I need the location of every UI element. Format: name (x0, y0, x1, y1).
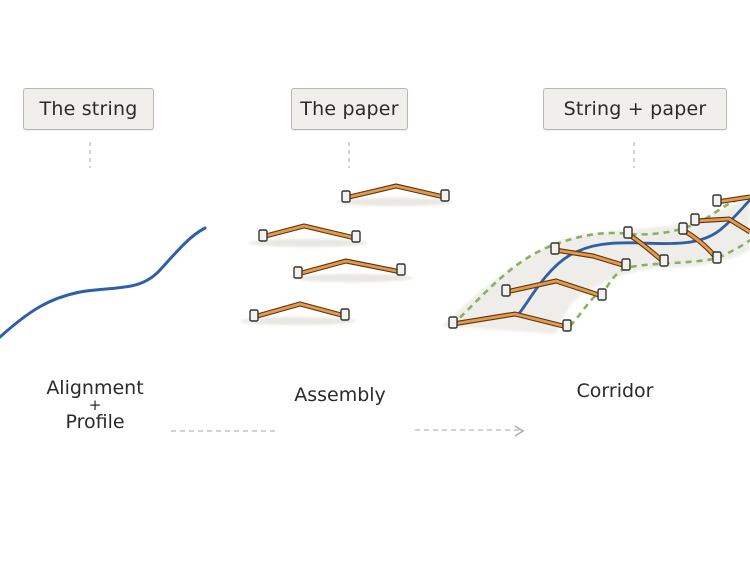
assembly-template-2 (248, 223, 368, 247)
header-the-paper-label: The paper (300, 98, 399, 120)
arrowhead-icon (514, 425, 525, 437)
assembly-template-1 (337, 183, 453, 206)
corridor-assembly-2 (501, 278, 607, 301)
corridor-assembly-4 (623, 226, 669, 267)
caption-plus: + (88, 396, 102, 414)
corridor-assembly-6 (690, 213, 750, 235)
assembly-template-3 (293, 258, 413, 282)
corridor-assembly-3 (550, 242, 631, 271)
header-the-paper: The paper (291, 88, 408, 130)
caption-alignment-profile: Alignment + Profile (30, 378, 160, 433)
corridor-assembly-1 (448, 311, 572, 332)
caption-assembly: Assembly (294, 384, 386, 406)
header-string-plus-paper: String + paper (543, 88, 727, 130)
assembly-template-4 (240, 301, 356, 325)
caption-profile: Profile (65, 411, 125, 433)
corridor-model (442, 194, 750, 334)
corridor-assembly-5 (678, 222, 722, 264)
alignment-string-curve (0, 226, 207, 339)
corridor-surface (442, 198, 750, 334)
header-the-string-label: The string (39, 98, 138, 120)
corridor-right-boundary (569, 238, 750, 327)
flow-arrow-2 (415, 425, 525, 437)
corridor-assembly-7 (712, 194, 750, 207)
header-the-string: The string (23, 88, 154, 130)
caption-alignment: Alignment (46, 377, 144, 399)
caption-corridor: Corridor (576, 380, 654, 402)
header-string-plus-paper-label: String + paper (563, 98, 707, 120)
